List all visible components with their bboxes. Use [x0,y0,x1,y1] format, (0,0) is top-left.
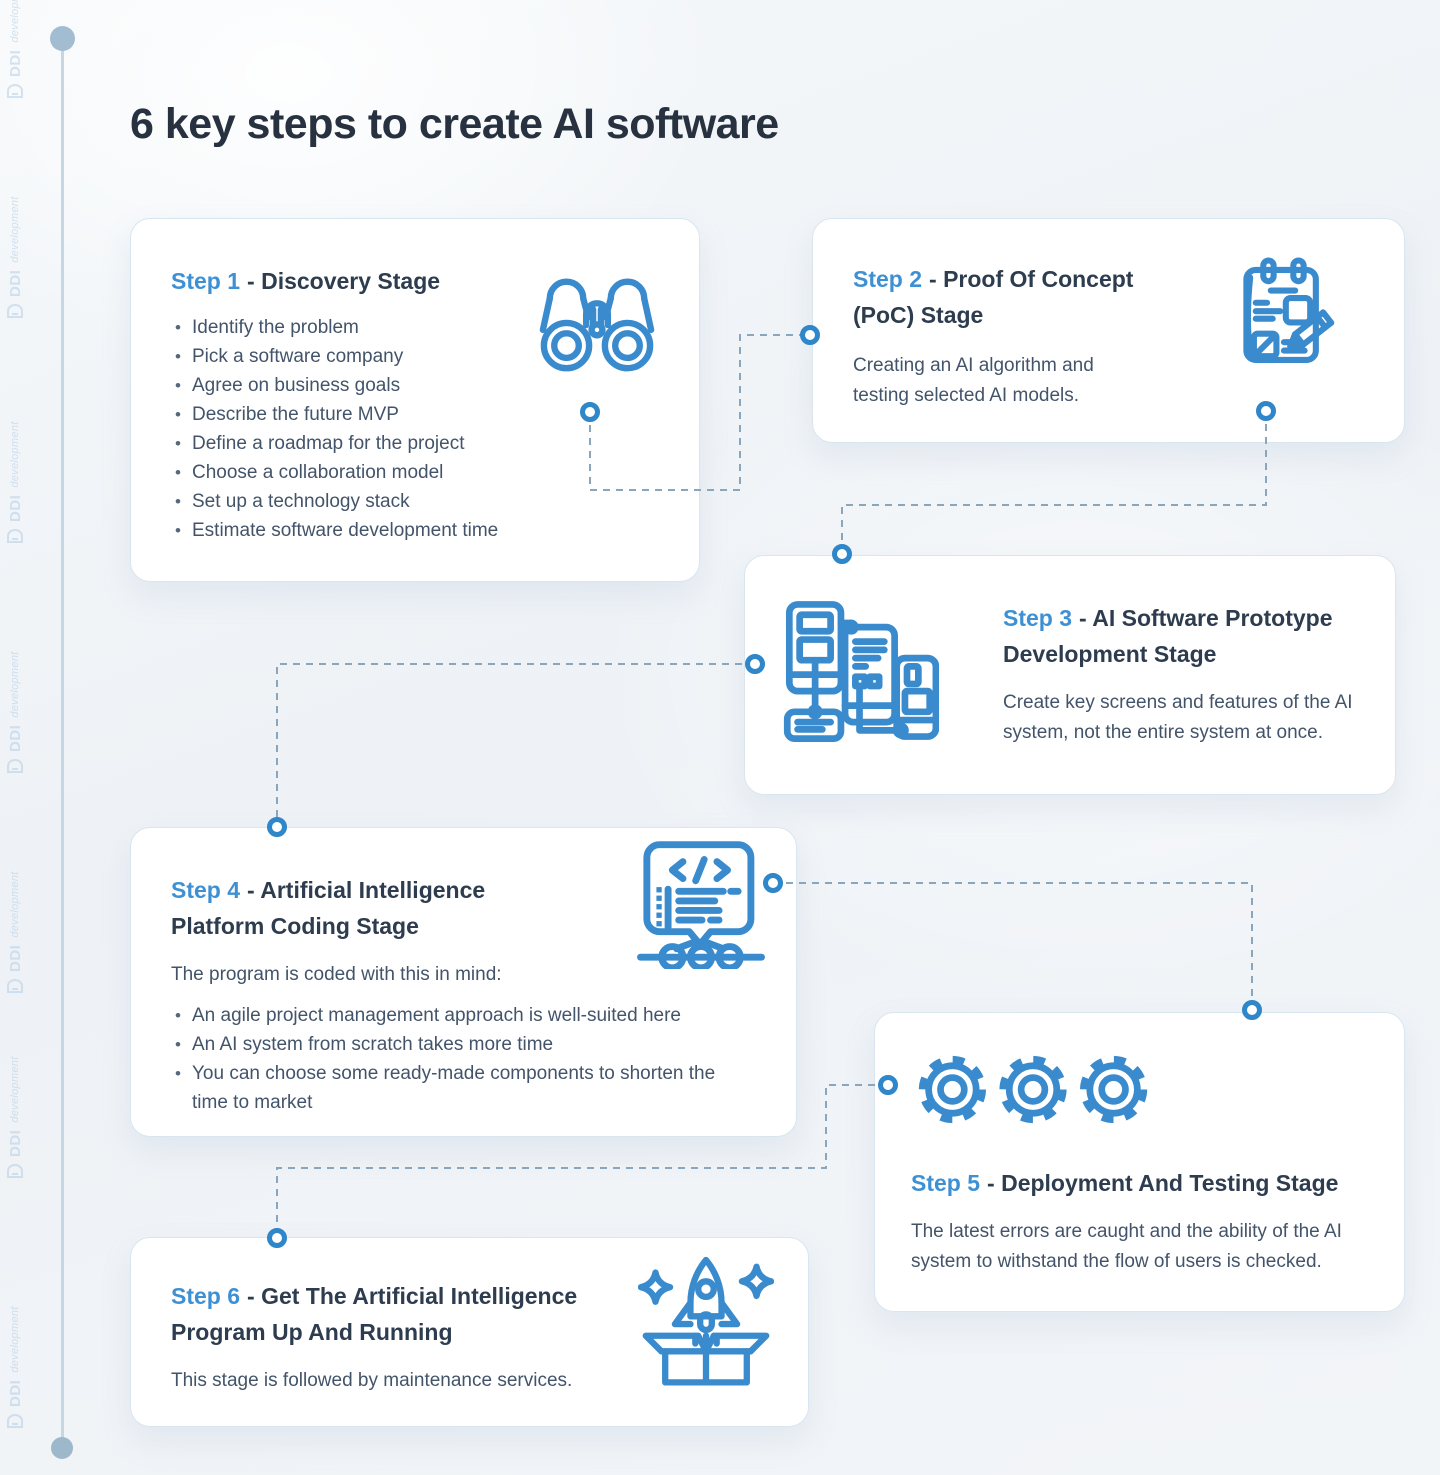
step-5-description: The latest errors are caught and the abi… [911,1221,1342,1272]
brand-logo-icon [7,529,23,543]
timeline-line [61,40,64,1448]
connector-step3-step4 [276,663,755,825]
brand-watermark: DDI development [6,871,24,995]
list-item: Estimate software development time [171,516,659,545]
list-item: Agree on business goals [171,371,659,400]
gears-icon [918,1055,1148,1124]
step-5-title: Step 5- Deployment And Testing Stage [911,1170,1339,1196]
step-4-title: Step 4- Artificial Intelligence Platform… [171,877,486,939]
brand-logo-icon [7,1414,23,1428]
step-2-card: Step 2- Proof Of Concept (PoC) Stage Cre… [812,218,1405,443]
list-item: Choose a collaboration model [171,458,659,487]
brand-watermark: DDI development [6,421,24,545]
brand-watermark: DDI development [6,0,24,100]
list-item: Describe the future MVP [171,400,659,429]
step-2-label: Step 2 [853,266,923,292]
rocket-box-icon [638,1256,774,1386]
step-5-label: Step 5 [911,1170,981,1196]
step-1-bullet-list: Identify the problemPick a software comp… [171,313,659,545]
brand-logo-icon [7,979,23,993]
timeline-end-dot [51,1437,73,1459]
step-3-card: Step 3- AI Software Prototype Developmen… [744,555,1396,795]
wireframe-screens-icon [783,601,939,742]
list-item: Pick a software company [171,342,659,371]
brand-watermark: DDI development [6,1056,24,1180]
brand-watermark: DDI development [6,1306,24,1430]
connector-step4-step5 [773,882,1253,1008]
step-2-description: Creating an AI algorithm and testing sel… [853,355,1094,406]
list-item: Set up a technology stack [171,487,659,516]
step-6-title: Step 6- Get The Artificial Intelligence … [171,1283,578,1345]
list-item: An agile project management approach is … [171,1001,736,1030]
step-4-intro: The program is coded with this in mind: [171,964,502,985]
timeline-start-dot [50,26,75,51]
step-4-card: Step 4- Artificial Intelligence Platform… [130,827,797,1137]
watermark-sub: development [9,0,21,43]
step-1-card: Step 1- Discovery Stage Identify the pro… [130,218,700,582]
brand-watermark: DDI development [6,651,24,775]
list-item: Define a roadmap for the project [171,429,659,458]
step-2-title: Step 2- Proof Of Concept (PoC) Stage [853,266,1134,328]
list-item: You can choose some ready-made component… [171,1059,736,1117]
brand-logo-icon [7,84,23,98]
step-4-bullet-list: An agile project management approach is … [171,1001,736,1117]
step-6-label: Step 6 [171,1283,241,1309]
brand-logo-icon [7,304,23,318]
step-4-label: Step 4 [171,877,241,903]
list-item: Identify the problem [171,313,659,342]
step-6-description: This stage is followed by maintenance se… [171,1370,573,1391]
step-6-card: Step 6- Get The Artificial Intelligence … [130,1237,809,1427]
step-5-card: Step 5- Deployment And Testing Stage The… [874,1012,1405,1312]
list-item: An AI system from scratch takes more tim… [171,1030,736,1059]
brand-logo-icon [7,759,23,773]
binoculars-icon [539,278,655,372]
step-3-description: Create key screens and features of the A… [1003,692,1353,743]
step-1-title: Step 1- Discovery Stage [171,268,441,294]
brand-watermark: DDI development [6,196,24,320]
code-window-icon [637,841,765,969]
brand-logo-icon [7,1164,23,1178]
step-3-label: Step 3 [1003,605,1073,631]
clipboard-pencil-icon [1243,257,1335,364]
step-3-title: Step 3- AI Software Prototype Developmen… [1003,605,1333,667]
page-title: 6 key steps to create AI software [130,100,779,148]
watermark-brand: DDI [6,49,24,77]
step-1-label: Step 1 [171,268,241,294]
